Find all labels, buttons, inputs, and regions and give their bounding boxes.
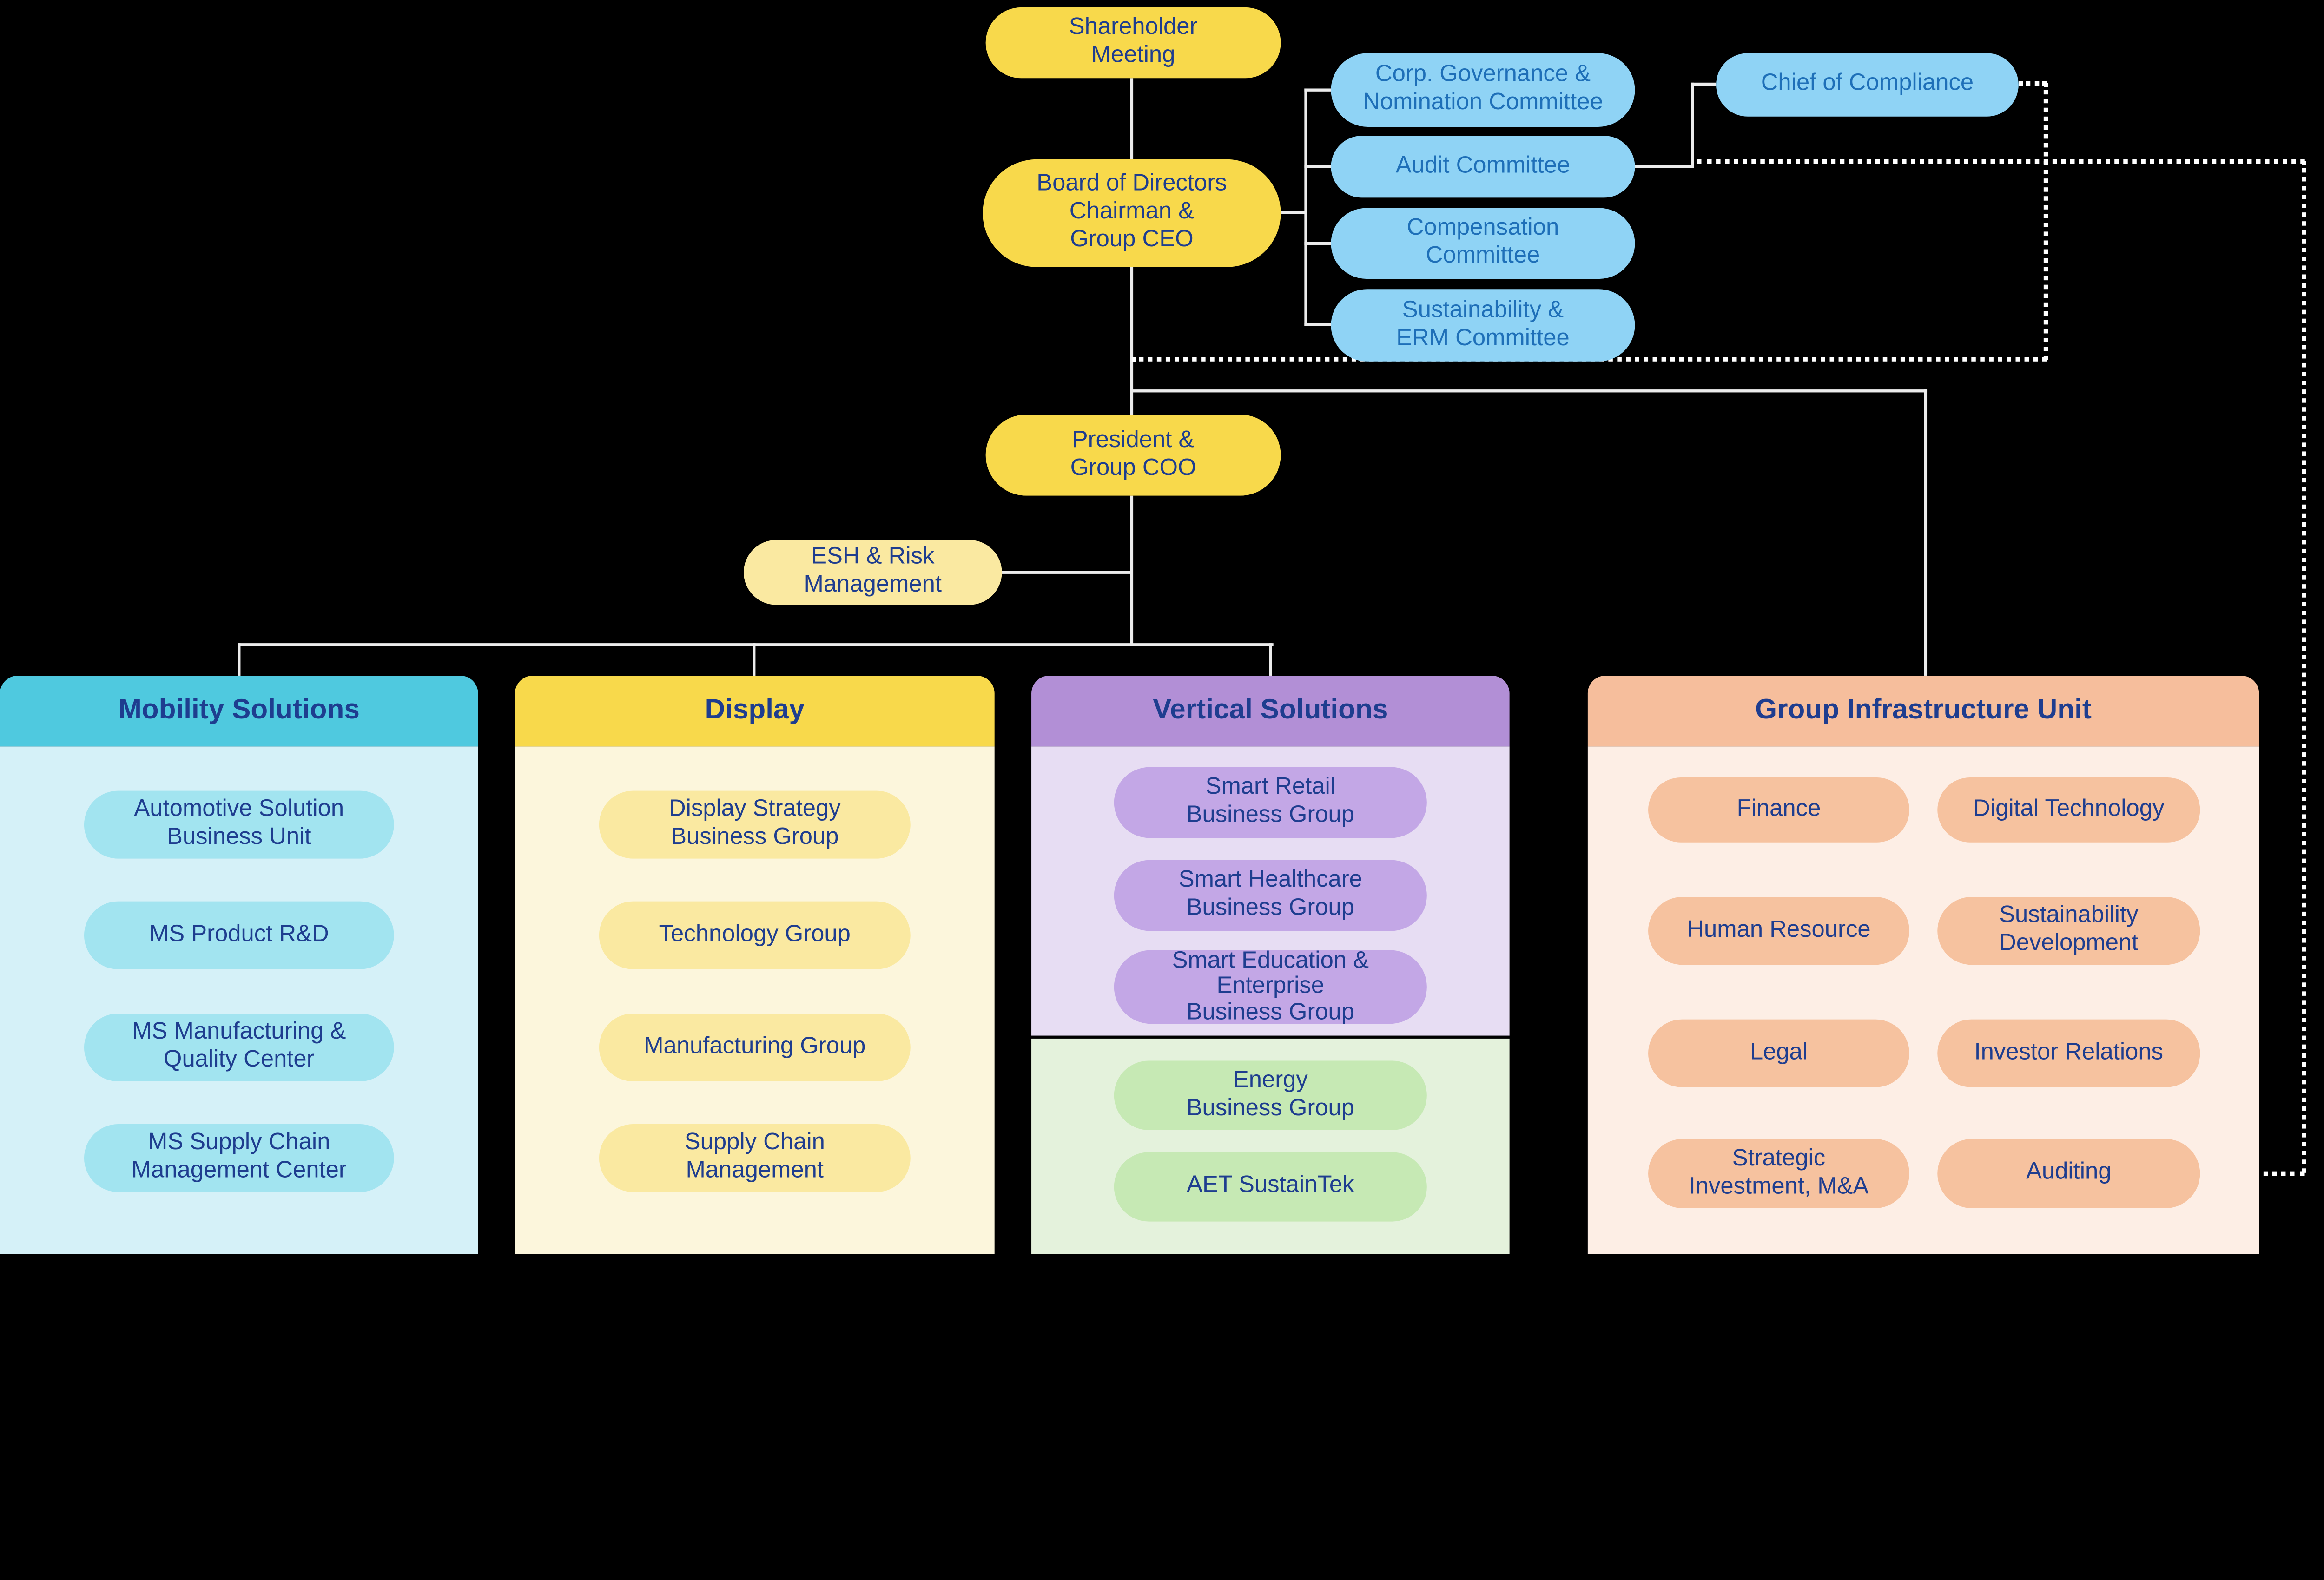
node-committee-governance-nomination: Corp. Governance & Nomination Committee: [1331, 53, 1635, 127]
node-human-resource: Human Resource: [1648, 897, 1909, 965]
node-legal: Legal: [1648, 1019, 1909, 1087]
node-committee-audit: Audit Committee: [1331, 136, 1635, 198]
dotted-compliance-down: [2043, 82, 2048, 360]
node-ms-supply-chain: MS Supply Chain Management Center: [84, 1124, 394, 1192]
connector-committee-4-stub: [1304, 323, 1331, 326]
dept-giu-header: Group Infrastructure Unit: [1587, 675, 2259, 747]
connector-mobility-drop: [238, 643, 241, 676]
connector-distribution: [238, 643, 1274, 646]
node-technology-group: Technology Group: [599, 901, 911, 969]
node-auditing: Auditing: [1937, 1139, 2200, 1208]
connector-audit-compliance-h: [1635, 165, 1694, 168]
connector-compliance-stub: [1691, 82, 1717, 86]
node-smart-healthcare-bg: Smart Healthcare Business Group: [1114, 860, 1427, 931]
node-committee-compensation: Compensation Committee: [1331, 208, 1635, 279]
connector-giu-vertical: [1924, 389, 1928, 676]
connector-committee-bracket: [1304, 88, 1307, 326]
dept-group-infrastructure: Group Infrastructure Unit Finance Digita…: [1587, 675, 2259, 1254]
node-ms-manufacturing-quality: MS Manufacturing & Quality Center: [84, 1013, 394, 1081]
connector-committee-3-stub: [1304, 242, 1331, 245]
org-chart: Shareholder Meeting Board of Directors C…: [0, 7, 2306, 1254]
dotted-audit-right-edge: [1697, 159, 2305, 164]
connector-committee-2-stub: [1304, 165, 1331, 168]
node-ms-product-rd: MS Product R&D: [84, 901, 394, 969]
connector-board-president: [1130, 267, 1134, 415]
node-manufacturing-group: Manufacturing Group: [599, 1013, 911, 1081]
node-aet-sustaintek: AET SustainTek: [1114, 1152, 1427, 1222]
dept-mobility-header: Mobility Solutions: [0, 675, 478, 747]
dept-mobility-solutions: Mobility Solutions Automotive Solution B…: [0, 675, 478, 1254]
dotted-compliance-right: [2018, 81, 2047, 86]
node-president-coo: President & Group COO: [985, 415, 1281, 496]
dept-display-header: Display: [515, 675, 995, 747]
node-strategic-investment-ma: Strategic Investment, M&A: [1648, 1139, 1909, 1208]
connector-esh: [1002, 571, 1132, 574]
connector-committee-1-stub: [1304, 88, 1331, 92]
node-finance: Finance: [1648, 777, 1909, 843]
dept-display: Display Display Strategy Business Group …: [515, 675, 995, 1254]
node-board-of-directors: Board of Directors Chairman & Group CEO: [983, 159, 1281, 267]
node-chief-of-compliance: Chief of Compliance: [1716, 53, 2019, 117]
dotted-right-edge-down: [2302, 161, 2306, 1173]
node-display-strategy-bg: Display Strategy Business Group: [599, 790, 911, 859]
node-smart-retail-bg: Smart Retail Business Group: [1114, 767, 1427, 838]
node-automotive-solution-bu: Automotive Solution Business Unit: [84, 790, 394, 859]
node-sustainability-development: Sustainability Development: [1937, 897, 2200, 965]
node-esh-risk-management: ESH & Risk Management: [744, 540, 1002, 605]
connector-audit-compliance-v: [1691, 82, 1694, 168]
dept-vertical-solutions: Vertical Solutions Smart Retail Business…: [1031, 675, 1510, 1254]
connector-giu-horizontal: [1130, 389, 1928, 393]
node-shareholder-meeting: Shareholder Meeting: [985, 7, 1281, 79]
node-supply-chain-management: Supply Chain Management: [599, 1124, 911, 1192]
node-committee-sustainability-erm: Sustainability & ERM Committee: [1331, 289, 1635, 362]
connector-board-bracket-stub: [1281, 211, 1307, 214]
node-digital-technology: Digital Technology: [1937, 777, 2200, 843]
dept-vertical-header: Vertical Solutions: [1031, 675, 1510, 747]
connector-display-drop: [753, 643, 756, 676]
connector-vertical-drop: [1269, 643, 1272, 676]
node-smart-education-enterprise-bg: Smart Education & Enterprise Business Gr…: [1114, 948, 1427, 1025]
connector-shareholder-board: [1130, 78, 1134, 159]
connector-president-down: [1130, 495, 1134, 646]
node-investor-relations: Investor Relations: [1937, 1019, 2200, 1087]
node-energy-business-group: Energy Business Group: [1114, 1060, 1427, 1130]
